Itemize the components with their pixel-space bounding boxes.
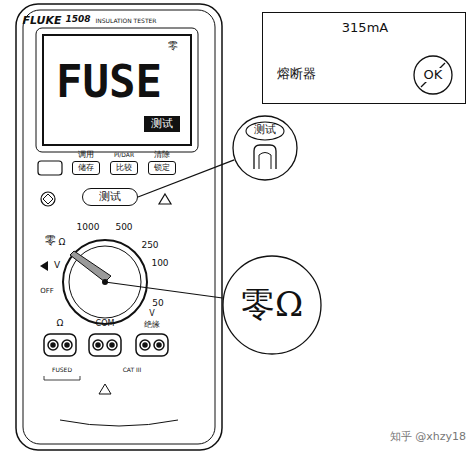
watermark: 知乎 @xhzy18: [390, 431, 466, 443]
node-text: 零: [168, 40, 178, 51]
zero-ohm-callout: 零Ω: [222, 255, 322, 355]
dial-setting: V: [54, 261, 60, 271]
node-text: OK: [423, 68, 444, 82]
test-button: 测试: [82, 188, 138, 206]
compare-button: 比较: [110, 161, 138, 175]
model-subtitle: INSULATION TESTER: [95, 18, 156, 25]
terminal-label: Ω: [57, 319, 64, 329]
model-number: 1508: [65, 15, 90, 25]
node-text: 测试: [254, 124, 276, 136]
terminal-rating: CAT III: [123, 367, 142, 374]
housing-bottom-line: [60, 420, 178, 426]
button-caption: 调用: [78, 151, 94, 160]
node-text: 熔断器: [277, 67, 316, 81]
blank-button: [38, 161, 62, 175]
brand-logo: FLUKE: [23, 15, 62, 27]
dial-setting: 100: [151, 259, 168, 269]
button-caption: 清除: [154, 151, 170, 160]
store-button: 储存: [72, 161, 100, 175]
button-caption: PI/DAR: [114, 152, 134, 159]
backlight-button: [41, 192, 55, 206]
dial-arrow-mark: [40, 261, 48, 271]
ohm-terminal: [44, 334, 76, 356]
lcd-display: FUSE 零测试: [42, 34, 192, 146]
leader-line: [138, 160, 234, 197]
display-frame: [36, 28, 198, 152]
terminal-rating: FUSED: [52, 367, 72, 374]
terminal-warning: [99, 384, 111, 394]
node-text: 储存: [78, 164, 94, 173]
terminal-label: COM: [96, 320, 115, 329]
dial-setting: 零: [45, 235, 56, 247]
node-text: FUSE: [56, 58, 162, 106]
dial-setting: 1000: [77, 223, 100, 233]
dial-pointer: [70, 251, 111, 282]
tester-housing: [16, 4, 222, 450]
lock-button: 锁定: [148, 161, 176, 175]
dial-setting: 50: [152, 299, 163, 309]
fused-bracket: [44, 376, 80, 380]
dial-setting: OFF: [40, 288, 54, 296]
backlight-symbol: [43, 194, 53, 204]
node-text: 315mA: [342, 21, 388, 35]
dial-setting: 250: [141, 241, 158, 251]
test-button-callout: 测试: [232, 115, 298, 181]
node-text: 锁定: [154, 164, 170, 173]
terminal-label: V: [149, 310, 154, 319]
dial-setting: 500: [115, 223, 132, 233]
dial-leader-line: [105, 282, 223, 298]
node-text: 测试: [151, 118, 173, 130]
dial-setting: Ω: [59, 238, 66, 248]
terminal-label: 绝缘: [144, 321, 160, 330]
node-text: 测试: [99, 191, 121, 203]
node-text: 零Ω: [241, 286, 303, 323]
warning-triangle: [159, 194, 171, 204]
com-terminal: [89, 334, 121, 356]
volt-terminal: [136, 334, 168, 356]
not-ok-symbol: OK: [413, 55, 453, 95]
test-indicator: 测试: [144, 116, 180, 132]
fuse-info-box: 315mA 熔断器 OK: [262, 12, 466, 104]
node-text: 比较: [116, 164, 132, 173]
tester-bezel: [23, 10, 215, 444]
